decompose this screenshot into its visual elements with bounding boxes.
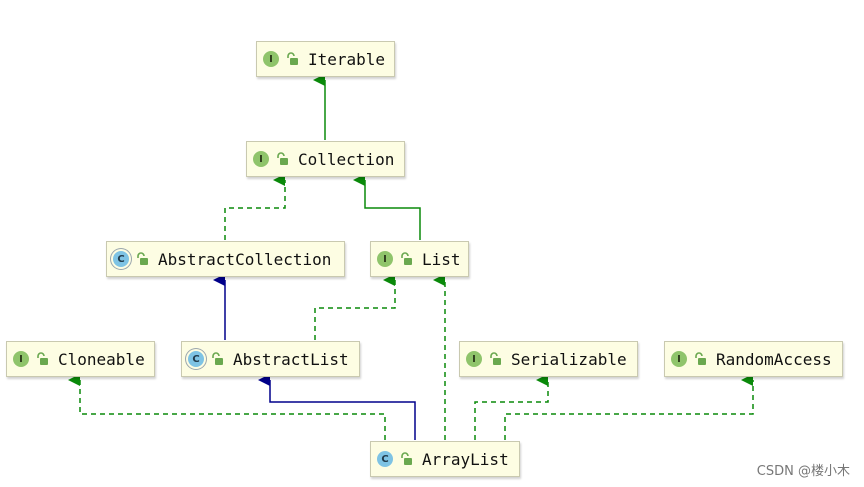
edge-arraylist-randomaccess — [504, 374, 754, 440]
interface-icon: I — [377, 251, 393, 267]
node-collection[interactable]: I Collection — [246, 141, 405, 177]
node-list[interactable]: I List — [370, 241, 469, 277]
edge-abstractcollection-collection — [224, 174, 286, 240]
unlocked-padlock-icon — [399, 252, 413, 266]
node-label: AbstractCollection — [158, 249, 332, 269]
interface-icon: I — [466, 351, 482, 367]
watermark: CSDN @楼小木 — [756, 464, 850, 479]
node-label: ArrayList — [422, 449, 509, 469]
interface-icon: I — [263, 51, 279, 67]
unlocked-padlock-icon — [135, 252, 149, 266]
node-array-list[interactable]: C ArrayList — [370, 441, 520, 477]
node-iterable[interactable]: I Iterable — [256, 41, 395, 77]
class-icon: C — [377, 451, 393, 467]
unlocked-padlock-icon — [488, 352, 502, 366]
node-label: Serializable — [511, 349, 627, 369]
node-label: AbstractList — [233, 349, 349, 369]
node-label: Cloneable — [58, 349, 145, 369]
abstract-class-icon: C — [188, 351, 204, 367]
interface-icon: I — [253, 151, 269, 167]
interface-icon: I — [671, 351, 687, 367]
interface-icon: I — [13, 351, 29, 367]
unlocked-padlock-icon — [275, 152, 289, 166]
unlocked-padlock-icon — [285, 52, 299, 66]
edge-arraylist-cloneable — [68, 374, 386, 440]
edge-abstractlist-list — [314, 274, 396, 340]
edge-arraylist-abstractlist — [258, 374, 416, 440]
node-cloneable[interactable]: I Cloneable — [6, 341, 155, 377]
node-label: List — [422, 249, 461, 269]
abstract-class-icon: C — [113, 251, 129, 267]
node-abstract-list[interactable]: C AbstractList — [181, 341, 360, 377]
node-abstract-collection[interactable]: C AbstractCollection — [106, 241, 345, 277]
unlocked-padlock-icon — [35, 352, 49, 366]
node-label: Iterable — [308, 49, 386, 69]
unlocked-padlock-icon — [693, 352, 707, 366]
node-serializable[interactable]: I Serializable — [459, 341, 638, 377]
unlocked-padlock-icon — [399, 452, 413, 466]
node-label: Collection — [298, 149, 395, 169]
node-label: RandomAccess — [716, 349, 832, 369]
unlocked-padlock-icon — [210, 352, 224, 366]
edge-list-collection — [353, 174, 421, 240]
edge-arraylist-serializable — [474, 374, 549, 440]
node-random-access[interactable]: I RandomAccess — [664, 341, 843, 377]
